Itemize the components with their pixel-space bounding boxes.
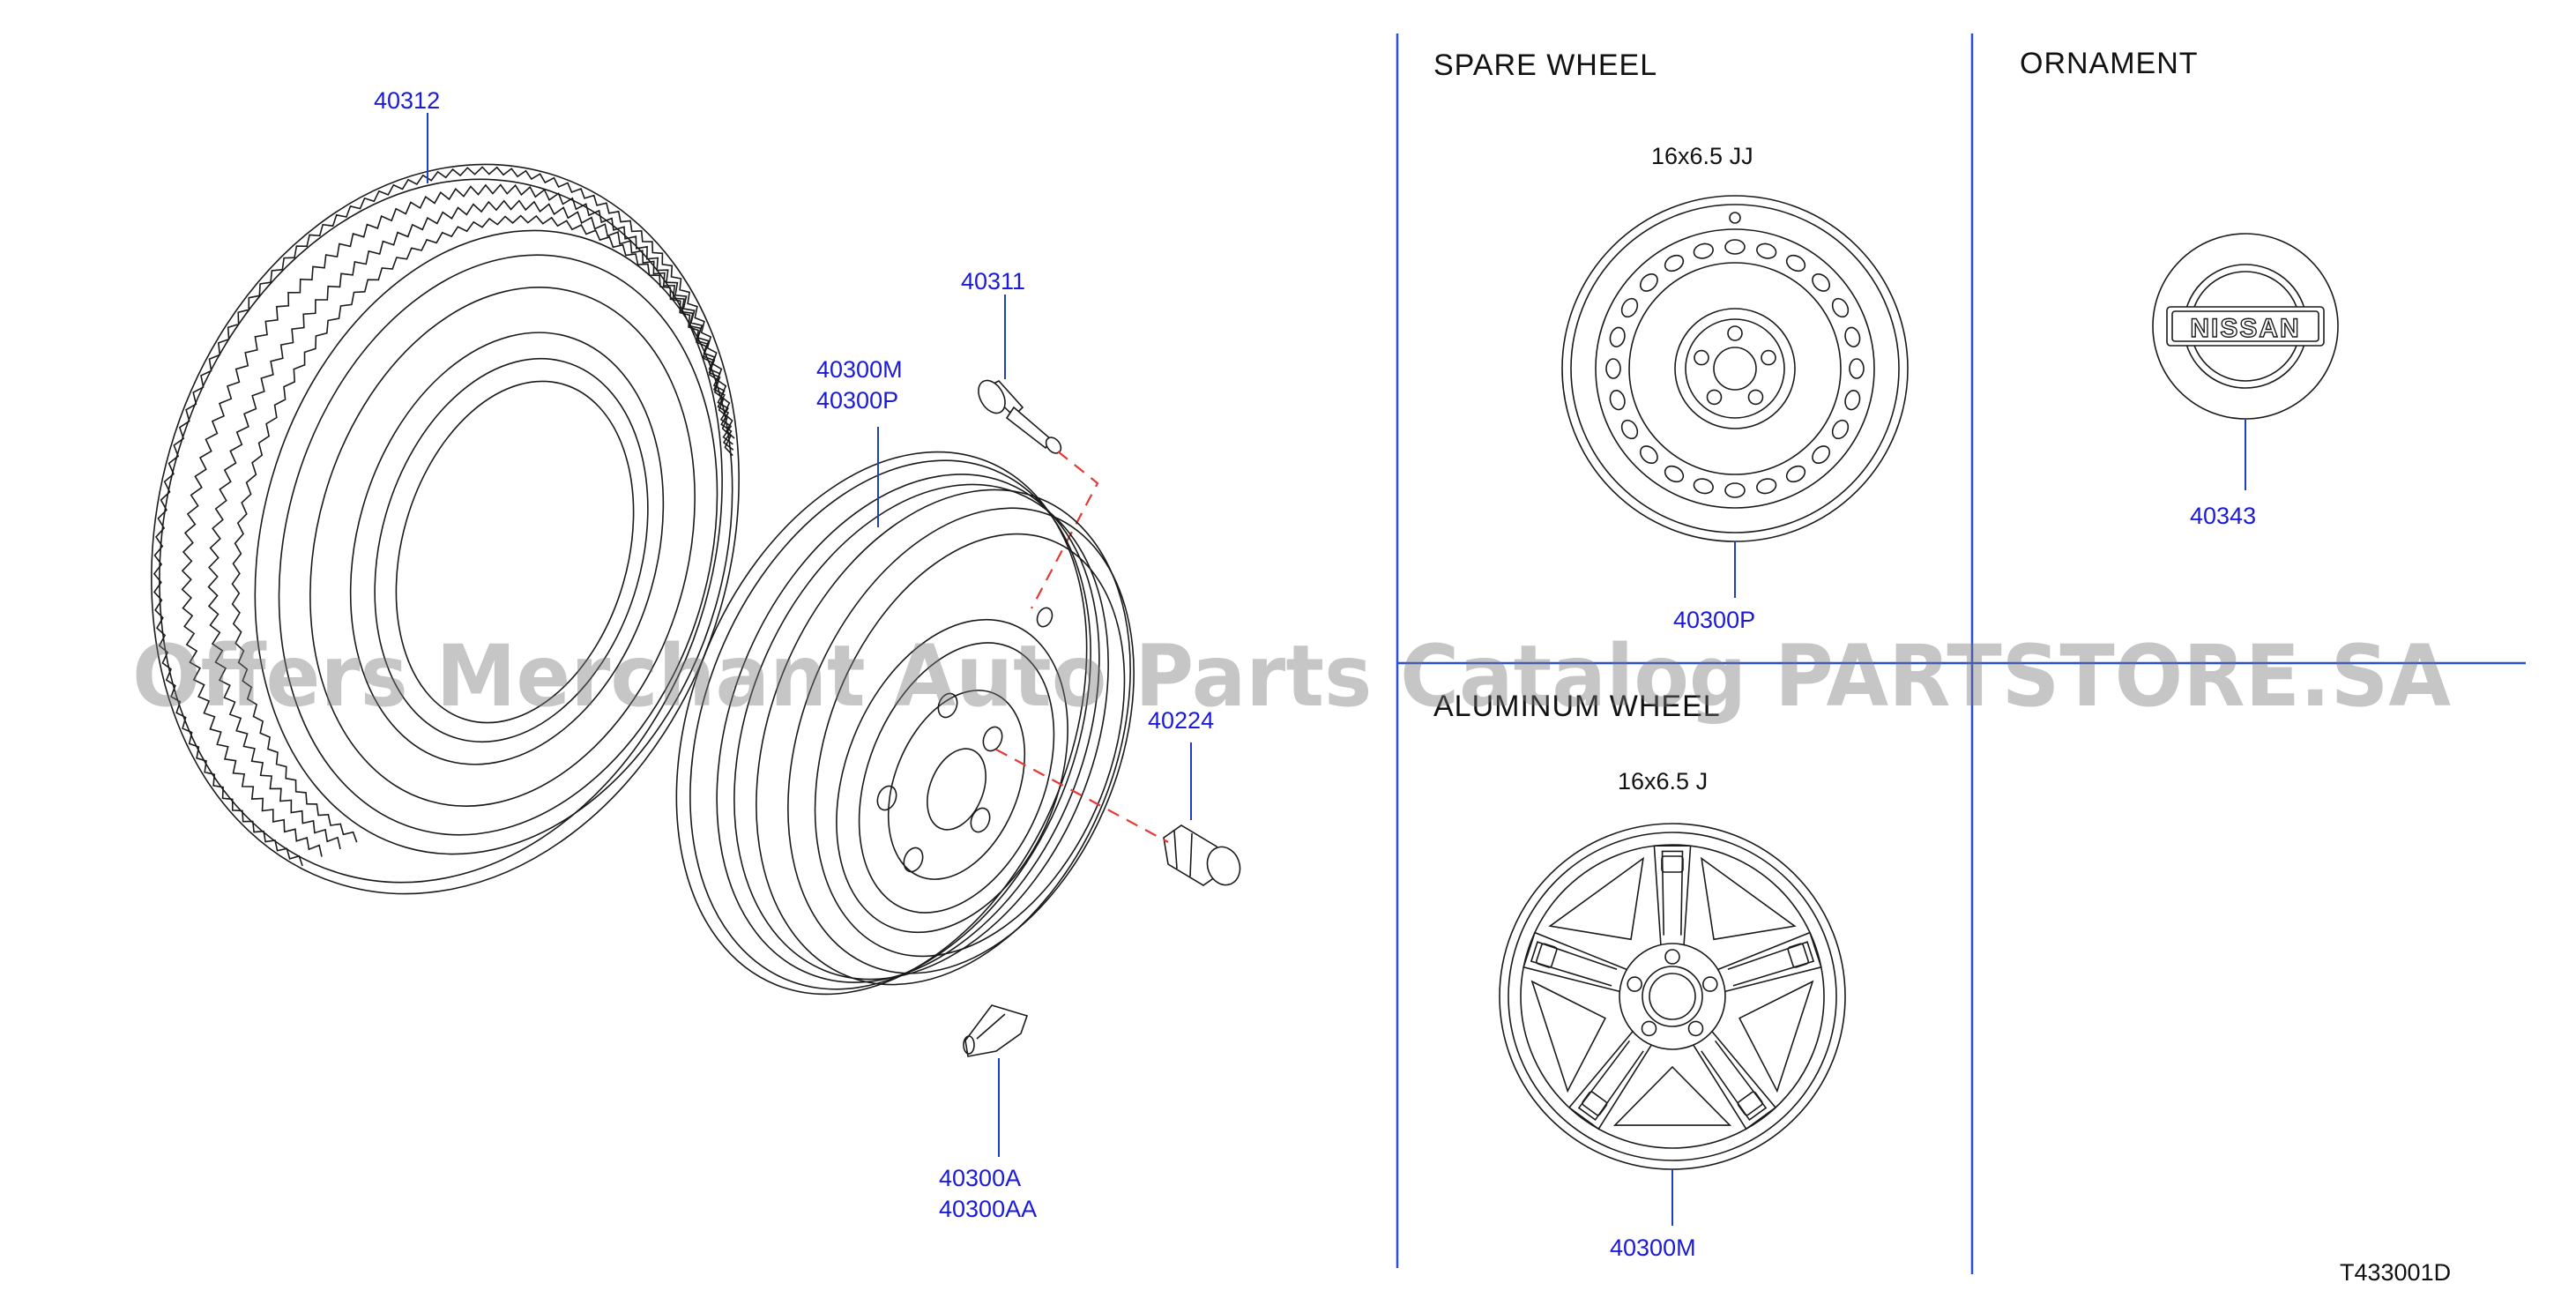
part-number-ornament[interactable]: 40343 bbox=[2190, 503, 2256, 529]
diagram-code: T433001D bbox=[2340, 1259, 2451, 1286]
spare-wheel-size: 16x6.5 JJ bbox=[1651, 143, 1753, 169]
spare-wheel-title: SPARE WHEEL bbox=[1433, 48, 1657, 82]
part-number-weight-a[interactable]: 40300A bbox=[939, 1165, 1021, 1191]
part-number-spare[interactable]: 40300P bbox=[1673, 607, 1755, 633]
ornament-title: ORNAMENT bbox=[2020, 47, 2199, 80]
part-number-tire[interactable]: 40312 bbox=[374, 87, 440, 114]
aluminum-wheel-size: 16x6.5 J bbox=[1618, 768, 1708, 795]
watermark-text: Offers Merchant Auto Parts Catalog PARTS… bbox=[132, 627, 2451, 726]
aluminum-wheel-title: ALUMINUM WHEEL bbox=[1433, 690, 1721, 723]
aluminum-wheel-drawing[interactable] bbox=[1499, 823, 1846, 1170]
section-dividers bbox=[1396, 34, 2526, 1274]
wheel-drawing[interactable] bbox=[600, 391, 1200, 1056]
wheel-nut-drawing[interactable] bbox=[1163, 824, 1245, 890]
part-number-wheel-m[interactable]: 40300M bbox=[816, 356, 903, 383]
part-number-nut[interactable]: 40224 bbox=[1148, 707, 1214, 734]
spare-wheel-drawing[interactable] bbox=[1561, 195, 1909, 542]
balance-weight-drawing[interactable] bbox=[963, 1004, 1029, 1057]
valve-stem-drawing[interactable] bbox=[973, 376, 1064, 456]
tire-drawing[interactable] bbox=[68, 94, 823, 965]
part-number-aluminum[interactable]: 40300M bbox=[1610, 1235, 1696, 1261]
part-number-wheel-p[interactable]: 40300P bbox=[816, 387, 898, 414]
ornament-logo-text: NISSAN bbox=[2190, 314, 2300, 343]
ornament-drawing[interactable]: NISSAN bbox=[2152, 233, 2339, 420]
part-number-valve[interactable]: 40311 bbox=[961, 268, 1025, 295]
part-number-weight-aa[interactable]: 40300AA bbox=[939, 1196, 1037, 1222]
